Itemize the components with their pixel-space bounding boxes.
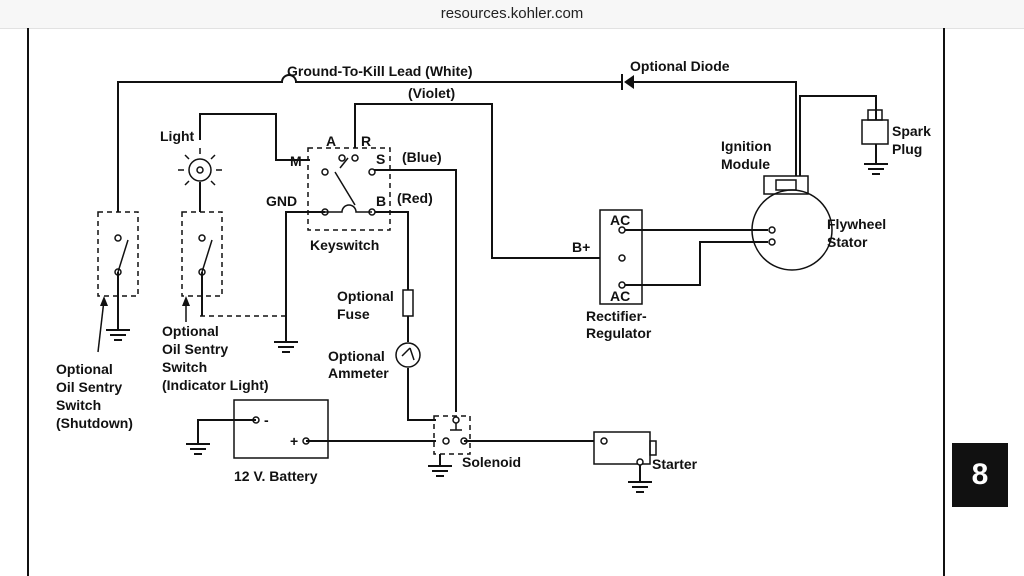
label-starter: Starter bbox=[652, 456, 698, 472]
label-flywheel-2: Stator bbox=[827, 234, 868, 250]
pointer-arrows bbox=[97, 296, 190, 353]
label-battery-minus: - bbox=[264, 412, 269, 428]
label-indicator-4: (Indicator Light) bbox=[162, 377, 269, 393]
label-spark-1: Spark bbox=[892, 123, 931, 139]
label-optional-diode: Optional Diode bbox=[630, 58, 730, 74]
label-ac-top: AC bbox=[610, 212, 630, 228]
fuse-icon bbox=[402, 289, 414, 317]
label-solenoid: Solenoid bbox=[462, 454, 521, 470]
label-violet: (Violet) bbox=[408, 85, 455, 101]
rectifier-regulator bbox=[599, 209, 768, 305]
label-gnd: GND bbox=[266, 193, 297, 209]
spark-plug-icon bbox=[861, 109, 889, 175]
label-shutdown-1: Optional bbox=[56, 361, 113, 377]
label-fuse-2: Fuse bbox=[337, 306, 370, 322]
page-number-badge: 8 bbox=[952, 443, 1008, 507]
label-flywheel-1: Flywheel bbox=[827, 216, 886, 232]
red-wire bbox=[372, 211, 409, 290]
ammeter-icon bbox=[395, 342, 421, 368]
label-indicator-2: Oil Sentry bbox=[162, 341, 228, 357]
oil-sentry-indicator-switch bbox=[181, 211, 223, 316]
label-term-s: S bbox=[376, 151, 385, 167]
label-ignition-2: Module bbox=[721, 156, 770, 172]
label-rectifier-2: Regulator bbox=[586, 325, 652, 341]
url-text[interactable]: resources.kohler.com bbox=[440, 5, 584, 22]
browser-bar: resources.kohler.com bbox=[0, 0, 1024, 29]
ammeter-to-solenoid-wire bbox=[407, 368, 436, 421]
battery bbox=[186, 399, 436, 459]
label-indicator-3: Switch bbox=[162, 359, 207, 375]
label-term-m: M bbox=[290, 153, 302, 169]
label-rectifier-1: Rectifier- bbox=[586, 308, 647, 324]
label-shutdown-3: Switch bbox=[56, 397, 101, 413]
label-red: (Red) bbox=[397, 190, 433, 206]
label-term-r: R bbox=[361, 133, 371, 149]
starter-motor bbox=[593, 431, 657, 493]
label-ignition-1: Ignition bbox=[721, 138, 772, 154]
label-ammeter-2: Ammeter bbox=[328, 365, 389, 381]
optional-diode-icon bbox=[621, 74, 634, 90]
ground-to-kill-wire bbox=[117, 74, 797, 212]
oil-sentry-shutdown-switch bbox=[97, 211, 139, 341]
ignition-module bbox=[763, 95, 877, 195]
label-fuse-1: Optional bbox=[337, 288, 394, 304]
label-battery: 12 V. Battery bbox=[234, 468, 318, 484]
keyswitch bbox=[307, 147, 391, 231]
label-ammeter-1: Optional bbox=[328, 348, 385, 364]
violet-wire bbox=[354, 103, 600, 259]
label-term-a: A bbox=[326, 133, 336, 149]
label-battery-plus: + bbox=[290, 433, 298, 449]
label-spark-2: Plug bbox=[892, 141, 922, 157]
light-bulb-icon bbox=[178, 148, 222, 212]
label-shutdown-2: Oil Sentry bbox=[56, 379, 122, 395]
keyswitch-gnd-wire bbox=[285, 211, 325, 342]
label-term-b: B bbox=[376, 193, 386, 209]
light-feed-wire bbox=[199, 113, 310, 161]
label-blue: (Blue) bbox=[402, 149, 442, 165]
label-ac-bottom: AC bbox=[610, 288, 630, 304]
label-b-plus: B+ bbox=[572, 239, 590, 255]
blue-wire bbox=[372, 169, 457, 412]
label-keyswitch: Keyswitch bbox=[310, 237, 379, 253]
label-light: Light bbox=[160, 128, 195, 144]
label-indicator-1: Optional bbox=[162, 323, 219, 339]
label-ground-to-kill: Ground-To-Kill Lead (White) bbox=[287, 63, 473, 79]
label-shutdown-4: (Shutdown) bbox=[56, 415, 133, 431]
ground-symbol-icon bbox=[274, 318, 298, 353]
solenoid bbox=[428, 415, 594, 477]
